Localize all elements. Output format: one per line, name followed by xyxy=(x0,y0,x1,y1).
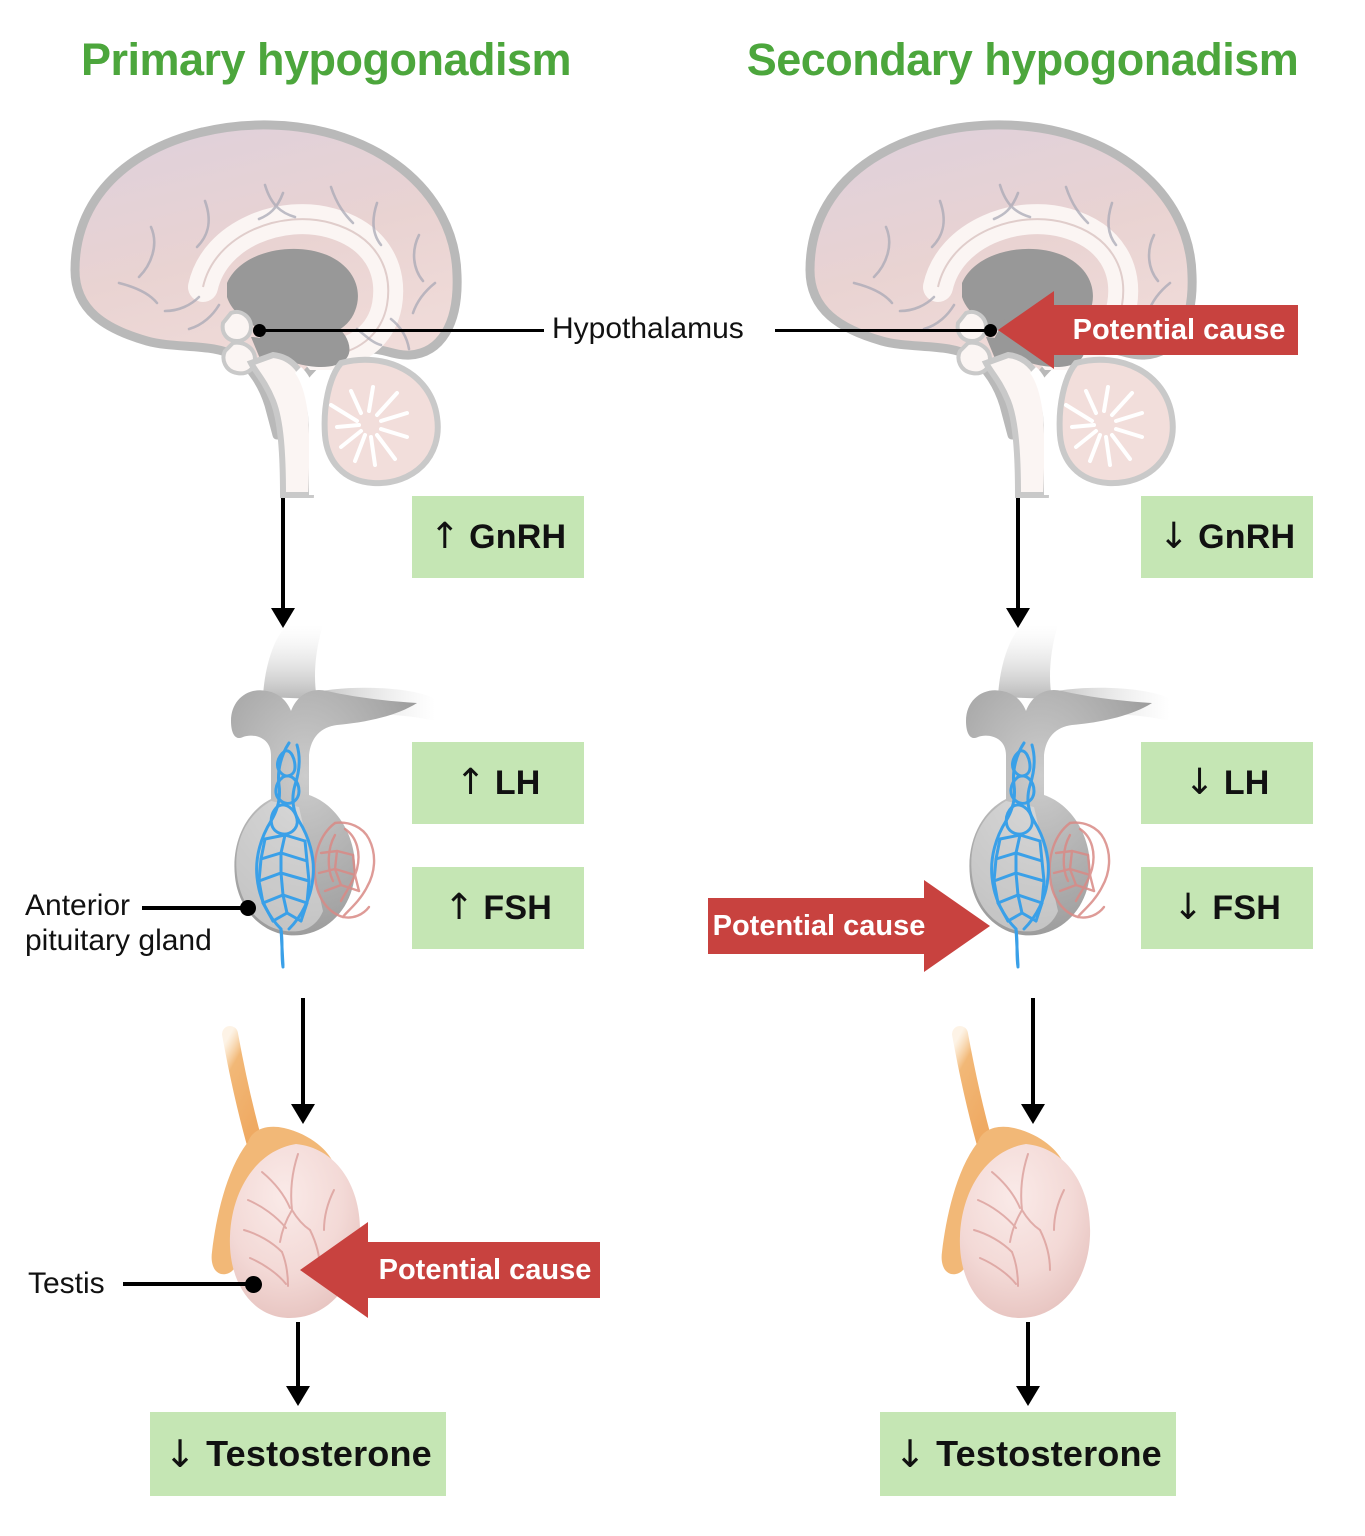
hormone-box-fsh-secondary: ↓ FSH xyxy=(1141,867,1313,949)
red-arrow-left-shape xyxy=(300,1222,600,1318)
brain-illustration-primary xyxy=(70,120,462,498)
testis-illustration-secondary xyxy=(941,1026,1091,1318)
label-testis: Testis xyxy=(28,1267,105,1300)
hormone-label-lh-secondary: LH xyxy=(1223,763,1270,802)
hypothalamus-leader-line-right xyxy=(775,329,991,332)
down-arrow-icon: ↓ xyxy=(1184,762,1215,803)
pituitary-illustration-secondary xyxy=(966,625,1170,969)
column-title-primary: Primary hypogonadism xyxy=(80,34,572,85)
testis-leader-line xyxy=(123,1282,253,1286)
hormone-label-fsh-secondary: FSH xyxy=(1212,888,1281,927)
potential-cause-hypothalamus-label: Potential cause xyxy=(1072,313,1286,346)
up-arrow-icon: ↑ xyxy=(455,762,486,803)
up-arrow-icon: ↑ xyxy=(444,887,475,928)
label-anterior-pituitary-line2: pituitary gland xyxy=(25,924,212,958)
anterior-pituitary-leader-line xyxy=(142,906,248,910)
hypothalamus-leader-line-left xyxy=(259,329,544,332)
potential-cause-anterior-pituitary-label: Potential cause xyxy=(712,909,926,942)
down-arrow-icon: ↓ xyxy=(1173,887,1204,928)
down-arrow-icon: ↓ xyxy=(894,1432,927,1476)
hormone-box-testosterone-secondary: ↓ Testosterone xyxy=(880,1412,1176,1496)
hormone-label-gnrh-primary: GnRH xyxy=(469,517,567,556)
brain-illustration-secondary xyxy=(805,120,1197,498)
hormone-box-testosterone-primary: ↓ Testosterone xyxy=(150,1412,446,1496)
testis-leader-dot xyxy=(245,1276,262,1293)
potential-cause-anterior-pituitary[interactable]: Potential cause xyxy=(708,880,990,972)
pituitary-illustration-primary xyxy=(231,625,435,969)
label-anterior-pituitary-line1: Anterior xyxy=(25,889,131,922)
hormone-box-fsh-primary: ↑ FSH xyxy=(412,867,584,949)
column-title-secondary: Secondary hypogonadism xyxy=(746,34,1299,85)
hormone-label-testosterone-secondary: Testosterone xyxy=(936,1433,1162,1474)
down-arrow-icon: ↓ xyxy=(1158,516,1190,557)
hormone-label-gnrh-secondary: GnRH xyxy=(1198,517,1296,556)
up-arrow-icon: ↑ xyxy=(429,516,461,557)
hormone-box-gnrh-secondary: ↓ GnRH xyxy=(1141,496,1313,578)
potential-cause-testis-label: Potential cause xyxy=(378,1253,592,1286)
label-hypothalamus: Hypothalamus xyxy=(552,312,744,345)
down-arrow-icon: ↓ xyxy=(164,1432,197,1476)
potential-cause-hypothalamus[interactable]: Potential cause xyxy=(998,291,1298,369)
red-arrow-left-shape xyxy=(998,291,1298,369)
hormone-box-gnrh-primary: ↑ GnRH xyxy=(412,496,584,578)
hormone-box-lh-secondary: ↓ LH xyxy=(1141,742,1313,824)
hormone-label-fsh-primary: FSH xyxy=(483,888,552,927)
hormone-label-lh-primary: LH xyxy=(494,763,541,802)
hormone-box-lh-primary: ↑ LH xyxy=(412,742,584,824)
hypothalamus-leader-dot-right xyxy=(984,324,997,337)
potential-cause-testis[interactable]: Potential cause xyxy=(300,1222,600,1318)
label-anterior-pituitary: Anterior pituitary gland xyxy=(25,888,212,959)
hormone-label-testosterone-primary: Testosterone xyxy=(206,1433,432,1474)
anterior-pituitary-leader-dot xyxy=(240,900,256,916)
red-arrow-right-shape xyxy=(708,880,990,972)
